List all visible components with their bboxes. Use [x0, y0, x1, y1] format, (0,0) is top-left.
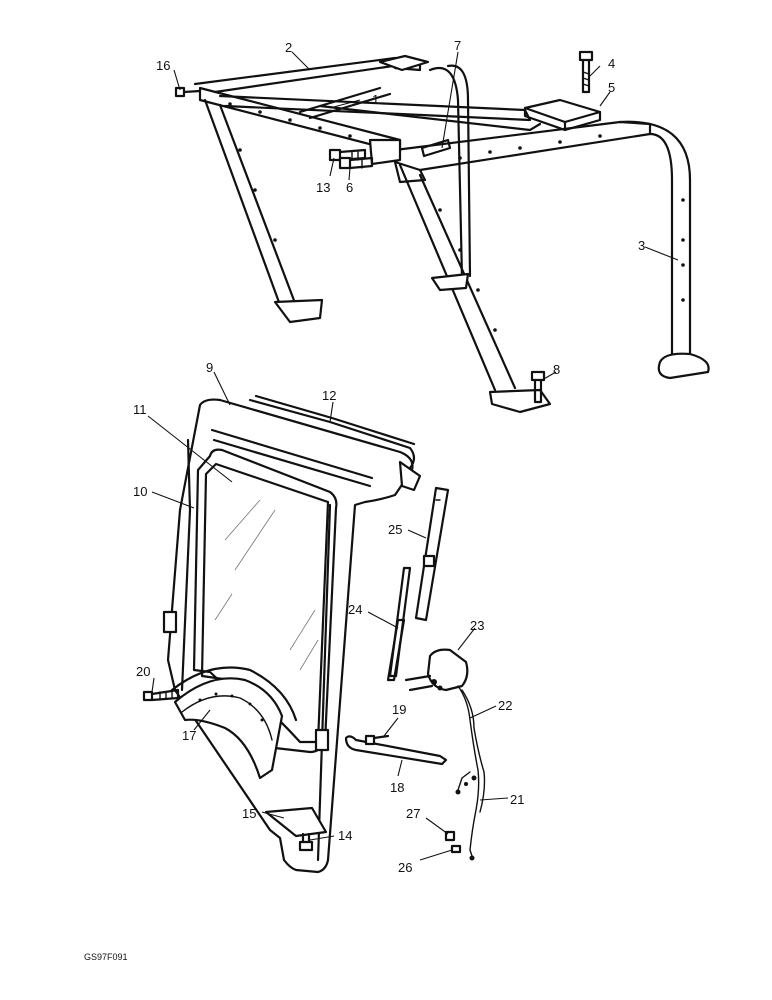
windscreen-frame-assembly — [162, 394, 422, 874]
wiper-arm-25 — [414, 486, 450, 622]
callout-11: 11 — [133, 402, 147, 417]
leader-lines — [147, 51, 679, 861]
wiper-motor-23 — [404, 648, 469, 692]
bolt-4 — [578, 50, 594, 94]
callout-25: 25 — [388, 522, 402, 537]
callout-18: 18 — [390, 780, 404, 795]
drawing-code: GS97F091 — [84, 952, 128, 962]
callout-6: 6 — [346, 180, 353, 195]
wiper-blade-24 — [386, 566, 412, 682]
arch-panel-17 — [173, 677, 284, 780]
bracket-18 — [344, 735, 448, 766]
callout-10: 10 — [133, 484, 147, 499]
bolt-19 — [364, 734, 390, 746]
callout-14: 14 — [338, 828, 352, 843]
bolt-20 — [142, 688, 180, 702]
callout-1: 1 — [372, 92, 379, 107]
callout-3: 3 — [638, 238, 645, 253]
nut-26 — [450, 844, 462, 854]
callout-20: 20 — [136, 664, 150, 679]
callout-17: 17 — [182, 728, 196, 743]
bolt-8 — [530, 370, 546, 404]
roll-frame-assembly — [193, 54, 710, 414]
callout-19: 19 — [392, 702, 406, 717]
callout-22: 22 — [498, 698, 512, 713]
callout-4: 4 — [608, 56, 615, 71]
callout-15: 15 — [242, 806, 256, 821]
callout-13: 13 — [316, 180, 330, 195]
bolts-6-13 — [328, 148, 374, 170]
callout-5: 5 — [608, 80, 615, 95]
callout-7: 7 — [454, 38, 461, 53]
callout-23: 23 — [470, 618, 484, 633]
callout-12: 12 — [322, 388, 336, 403]
callout-16: 16 — [156, 58, 170, 73]
callout-26: 26 — [398, 860, 412, 875]
callout-21: 21 — [510, 792, 524, 807]
bolt-16 — [174, 86, 202, 98]
bolt-7 — [420, 138, 452, 158]
callout-9: 9 — [206, 360, 213, 375]
callout-8: 8 — [553, 362, 560, 377]
frame-holes — [228, 102, 685, 332]
callout-2: 2 — [285, 40, 292, 55]
bolt-14 — [298, 832, 314, 852]
screw-27 — [444, 830, 456, 842]
wiring-harness — [455, 685, 486, 861]
callout-24: 24 — [348, 602, 362, 617]
callout-27: 27 — [406, 806, 420, 821]
callout-labels: 1 2 3 4 5 6 7 8 9 10 11 12 13 14 15 16 1… — [133, 38, 645, 875]
